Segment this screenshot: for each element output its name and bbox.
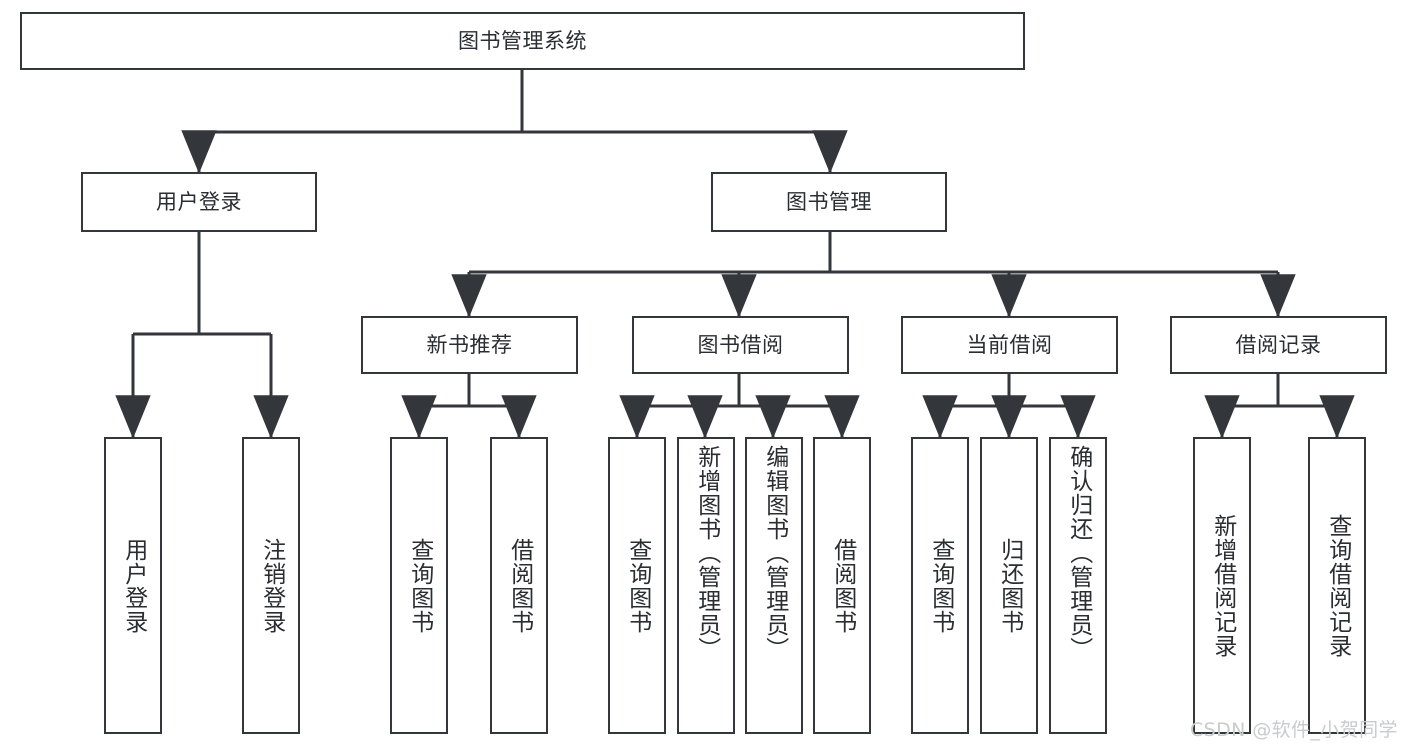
leaf-query-book-current[interactable]: 查询图书 bbox=[911, 437, 969, 734]
node-label: 查询借阅记录 bbox=[1324, 513, 1351, 658]
leaf-query-book-recommend[interactable]: 查询图书 bbox=[390, 437, 448, 734]
node-label: 注销登录 bbox=[258, 537, 285, 634]
node-label: 借阅图书 bbox=[829, 537, 856, 634]
node-user-login[interactable]: 用户登录 bbox=[81, 172, 317, 232]
node-label: 新增图书（管理员） bbox=[693, 445, 720, 661]
node-label: 用户登录 bbox=[120, 537, 147, 634]
node-label: 用户登录 bbox=[156, 189, 242, 214]
node-label: 图书管理系统 bbox=[458, 28, 587, 53]
leaf-add-borrow-record[interactable]: 新增借阅记录 bbox=[1193, 437, 1251, 734]
leaf-query-borrow-record[interactable]: 查询借阅记录 bbox=[1308, 437, 1366, 734]
node-label: 当前借阅 bbox=[966, 332, 1053, 357]
node-label: 借阅图书 bbox=[506, 537, 533, 634]
leaf-add-book-admin[interactable]: 新增图书（管理员） bbox=[677, 437, 735, 734]
node-new-book-recommend[interactable]: 新书推荐 bbox=[361, 316, 578, 374]
node-current-borrow[interactable]: 当前借阅 bbox=[901, 316, 1118, 374]
node-root-library-system[interactable]: 图书管理系统 bbox=[20, 12, 1025, 70]
leaf-borrow-book-recommend[interactable]: 借阅图书 bbox=[490, 437, 548, 734]
node-label: 编辑图书（管理员） bbox=[761, 445, 788, 661]
node-label: 图书借阅 bbox=[697, 332, 784, 357]
leaf-user-login[interactable]: 用户登录 bbox=[104, 437, 162, 734]
leaf-edit-book-admin[interactable]: 编辑图书（管理员） bbox=[745, 437, 803, 734]
node-label: 新增借阅记录 bbox=[1209, 513, 1236, 658]
leaf-logout[interactable]: 注销登录 bbox=[242, 437, 300, 734]
leaf-borrow-book[interactable]: 借阅图书 bbox=[813, 437, 871, 734]
leaf-confirm-return-admin[interactable]: 确认归还（管理员） bbox=[1049, 437, 1107, 734]
node-label: 新书推荐 bbox=[426, 332, 513, 357]
leaf-query-book-borrow[interactable]: 查询图书 bbox=[608, 437, 666, 734]
node-label: 查询图书 bbox=[624, 537, 651, 634]
node-label: 归还图书 bbox=[996, 537, 1023, 634]
node-label: 图书管理 bbox=[786, 189, 872, 214]
leaf-return-book[interactable]: 归还图书 bbox=[980, 437, 1038, 734]
node-label: 查询图书 bbox=[927, 537, 954, 634]
node-book-borrow[interactable]: 图书借阅 bbox=[632, 316, 849, 374]
node-borrow-records[interactable]: 借阅记录 bbox=[1170, 316, 1387, 374]
node-label: 查询图书 bbox=[406, 537, 433, 634]
node-book-management[interactable]: 图书管理 bbox=[711, 172, 947, 232]
node-label: 借阅记录 bbox=[1235, 332, 1322, 357]
node-label: 确认归还（管理员） bbox=[1065, 445, 1092, 661]
